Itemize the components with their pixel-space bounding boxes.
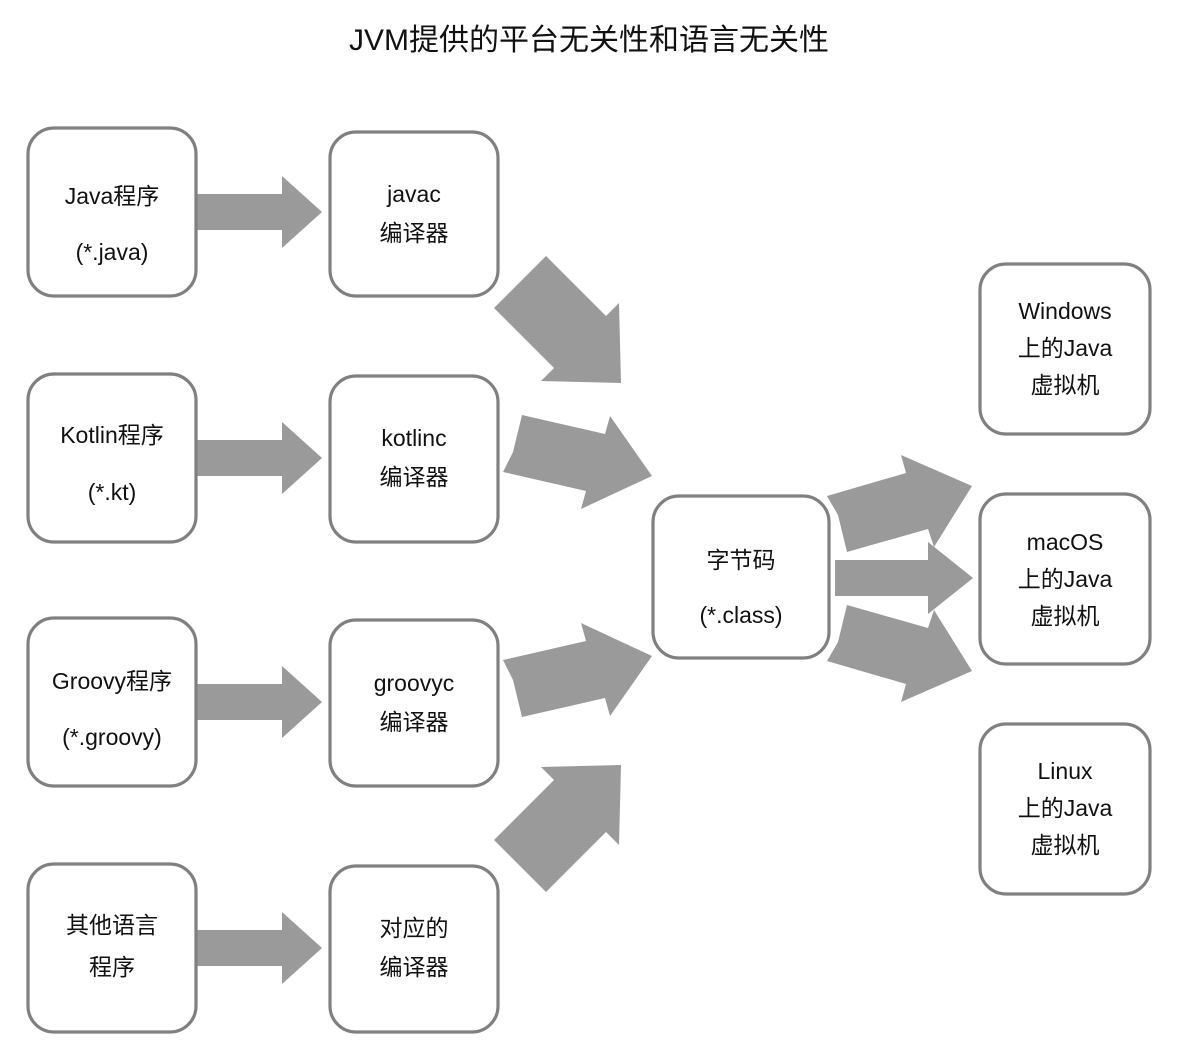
arrow-java-to-javac (196, 176, 322, 248)
other-program-line-1: 其他语言 (66, 912, 158, 938)
node-groovy-program[interactable]: Groovy程序 (*.groovy) (26, 616, 198, 788)
arrow-groovy-to-groovyc (196, 666, 322, 738)
windows-jvm-line-3: 虚拟机 (1031, 372, 1100, 398)
windows-jvm-line-1: Windows (1018, 298, 1111, 324)
node-kotlin-program[interactable]: Kotlin程序 (*.kt) (26, 372, 198, 544)
arrow-bytecode-to-windows (827, 455, 972, 552)
java-program-box[interactable] (26, 126, 198, 298)
groovy-program-line-2: (*.groovy) (62, 724, 162, 750)
node-bytecode[interactable]: 字节码 (*.class) (651, 494, 831, 660)
arrow-groovyc-to-bytecode (503, 623, 652, 717)
macos-jvm-line-2: 上的Java (1018, 566, 1113, 592)
node-windows-jvm[interactable]: Windows 上的Java 虚拟机 (978, 262, 1152, 436)
kotlin-program-line-2: (*.kt) (88, 479, 137, 505)
java-program-line-2: (*.java) (76, 239, 149, 265)
arrow-kotlinc-to-bytecode (503, 415, 652, 509)
javac-compiler-box[interactable] (328, 130, 500, 298)
node-javac-compiler[interactable]: javac 编译器 (328, 130, 500, 298)
bytecode-box[interactable] (651, 494, 831, 660)
page-title: JVM提供的平台无关性和语言无关性 (349, 24, 829, 57)
arrow-other-to-othercompiler (196, 912, 322, 984)
other-compiler-box[interactable] (328, 864, 500, 1034)
groovyc-compiler-line-2: 编译器 (380, 709, 449, 735)
java-program-line-1: Java程序 (65, 183, 160, 209)
other-compiler-line-2: 编译器 (380, 954, 449, 980)
arrow-kotlin-to-kotlinc (196, 422, 322, 494)
node-macos-jvm[interactable]: macOS 上的Java 虚拟机 (978, 492, 1152, 666)
node-groovyc-compiler[interactable]: groovyc 编译器 (328, 618, 500, 788)
groovy-program-line-1: Groovy程序 (52, 668, 172, 694)
linux-jvm-line-1: Linux (1038, 758, 1093, 784)
node-linux-jvm[interactable]: Linux 上的Java 虚拟机 (978, 722, 1152, 896)
kotlinc-compiler-line-2: 编译器 (380, 464, 449, 490)
kotlin-program-line-1: Kotlin程序 (60, 422, 164, 448)
groovyc-compiler-line-1: groovyc (374, 670, 455, 696)
kotlin-program-box[interactable] (26, 372, 198, 544)
bytecode-line-1: 字节码 (707, 547, 776, 573)
macos-jvm-box[interactable] (978, 492, 1152, 666)
arrow-bytecode-to-linux (827, 605, 972, 702)
macos-jvm-line-3: 虚拟机 (1031, 603, 1100, 629)
macos-jvm-line-1: macOS (1027, 529, 1104, 555)
other-compiler-line-1: 对应的 (380, 915, 449, 941)
linux-jvm-line-3: 虚拟机 (1031, 832, 1100, 858)
kotlinc-compiler-box[interactable] (328, 374, 500, 544)
arrow-javac-to-bytecode (494, 256, 621, 383)
windows-jvm-box[interactable] (978, 262, 1152, 436)
linux-jvm-line-2: 上的Java (1018, 795, 1113, 821)
node-other-compiler[interactable]: 对应的 编译器 (328, 864, 500, 1034)
groovyc-compiler-box[interactable] (328, 618, 500, 788)
other-program-box[interactable] (26, 862, 198, 1034)
windows-jvm-line-2: 上的Java (1018, 335, 1113, 361)
javac-compiler-line-1: javac (386, 181, 441, 207)
arrow-bytecode-to-macos (835, 542, 973, 614)
node-kotlinc-compiler[interactable]: kotlinc 编译器 (328, 374, 500, 544)
bytecode-line-2: (*.class) (699, 602, 782, 628)
node-other-program[interactable]: 其他语言 程序 (26, 862, 198, 1034)
node-java-program[interactable]: Java程序 (*.java) (26, 126, 198, 298)
groovy-program-box[interactable] (26, 616, 198, 788)
arrow-othercompiler-to-bytecode (494, 765, 621, 892)
javac-compiler-line-2: 编译器 (380, 220, 449, 246)
other-program-line-2: 程序 (89, 954, 135, 980)
kotlinc-compiler-line-1: kotlinc (381, 425, 446, 451)
linux-jvm-box[interactable] (978, 722, 1152, 896)
